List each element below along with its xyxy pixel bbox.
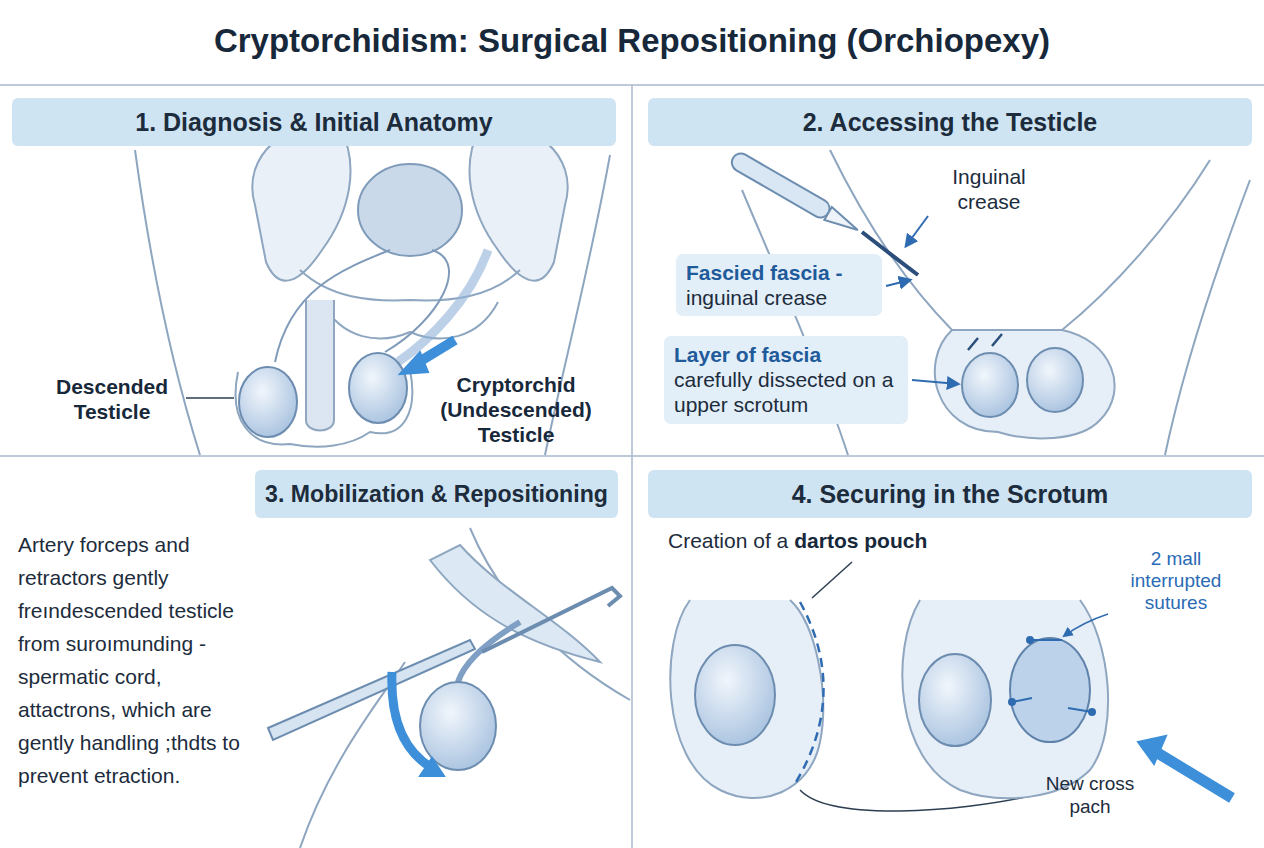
scrotum-illustration-part <box>919 654 991 746</box>
scrotum-illustration-part <box>1009 637 1095 715</box>
panel-heading: 3. Mobilization & Repositioning <box>265 481 608 508</box>
mobilization-illustration-part <box>268 640 475 740</box>
callout-body: inguinal crease <box>686 285 872 310</box>
groin-illustration-part-part <box>729 150 833 221</box>
panel-header-band: 2. Accessing the Testicle <box>648 98 1252 146</box>
pelvis-illustration-part <box>349 353 407 423</box>
scrotum-illustration-part <box>902 600 1108 798</box>
panel-dividers-part <box>631 85 633 848</box>
groin-illustration-part-part <box>824 207 861 237</box>
scrotum-illustration-part <box>812 562 852 598</box>
part-label: Inguinal crease <box>930 164 1048 214</box>
panel-header-band: 3. Mobilization & Repositioning <box>255 470 618 518</box>
pelvis-illustration-part <box>252 126 350 281</box>
scrotum-illustration-part-part <box>1030 639 1062 641</box>
part-label: Cryptorchid (Undescended) Testicle <box>418 372 614 447</box>
pelvis-illustration-part <box>239 367 297 437</box>
callout-box: Fascied fascia -inguinal crease <box>676 254 882 316</box>
groin-illustration-part <box>886 280 910 286</box>
groin-illustration-part <box>962 353 1018 417</box>
step-note: dartos pouch <box>794 528 927 553</box>
groin-illustration-part <box>906 216 928 246</box>
mobilization-illustration-part <box>482 588 620 652</box>
diagram-title: Cryptorchidism: Surgical Repositioning (… <box>0 22 1264 60</box>
pelvis-illustration-part <box>322 302 498 338</box>
pelvis-illustration-part <box>400 352 428 374</box>
mobilization-illustration-part <box>420 758 444 776</box>
groin-illustration-part <box>935 330 1115 438</box>
groin-illustration-part <box>968 334 1002 350</box>
scrotum-illustration-part <box>1138 736 1166 764</box>
scrotum-illustration-part-part <box>1089 709 1095 715</box>
pelvis-illustration-part <box>306 300 334 431</box>
pelvis-illustration-part <box>186 397 234 399</box>
mobilization-illustration-part <box>430 545 600 662</box>
panel-header-band: 4. Securing in the Scrotum <box>648 470 1252 518</box>
callout-box: Layer of fasciacarefully dissected on a … <box>664 336 908 424</box>
scrotum-illustration-part <box>1156 752 1232 798</box>
scrotum-illustration-part-part <box>1027 637 1033 643</box>
scrotum-illustration-part <box>670 600 823 798</box>
step-note: Creation of a <box>668 528 788 553</box>
callout-body: carefully dissected on a upper scrotum <box>674 367 898 417</box>
scrotum-illustration-part <box>796 602 824 782</box>
panel-heading: 4. Securing in the Scrotum <box>792 480 1109 509</box>
mobilization-illustration-part <box>392 672 432 768</box>
panel-heading: 2. Accessing the Testicle <box>803 108 1098 137</box>
scrotum-illustration-part <box>1010 638 1090 742</box>
panel-heading: 1. Diagnosis & Initial Anatomy <box>135 108 492 137</box>
scrotum-illustration-part <box>1064 614 1108 636</box>
groin-illustration-part <box>1062 160 1210 330</box>
mobilization-illustration-part <box>420 682 496 770</box>
panel-dividers <box>0 85 1264 848</box>
callout-heading: Fascied fascia - <box>686 260 872 285</box>
part-label: 2 mall interrupted sutures <box>1108 548 1244 614</box>
part-label: New cross pach <box>1034 772 1146 818</box>
step-note: Artery forceps and retractors gently fre… <box>18 528 250 792</box>
mobilization-illustration <box>268 528 630 848</box>
pelvis-illustration-part <box>385 250 449 352</box>
scrotum-illustration-part-part <box>1009 699 1015 705</box>
scrotum-illustration-part <box>695 645 775 745</box>
pelvis-illustration-part <box>358 164 462 256</box>
pelvis-illustration-part <box>300 270 520 300</box>
callout-heading: Layer of fascia <box>674 342 898 367</box>
groin-illustration-part <box>729 150 863 238</box>
groin-illustration-part <box>912 380 958 384</box>
groin-illustration-part <box>1165 180 1250 455</box>
part-label: Descended Testicle <box>36 374 188 424</box>
panel-dividers-part <box>0 455 1264 457</box>
groin-illustration-part <box>1027 348 1083 412</box>
panel-header-band: 1. Diagnosis & Initial Anatomy <box>12 98 616 146</box>
